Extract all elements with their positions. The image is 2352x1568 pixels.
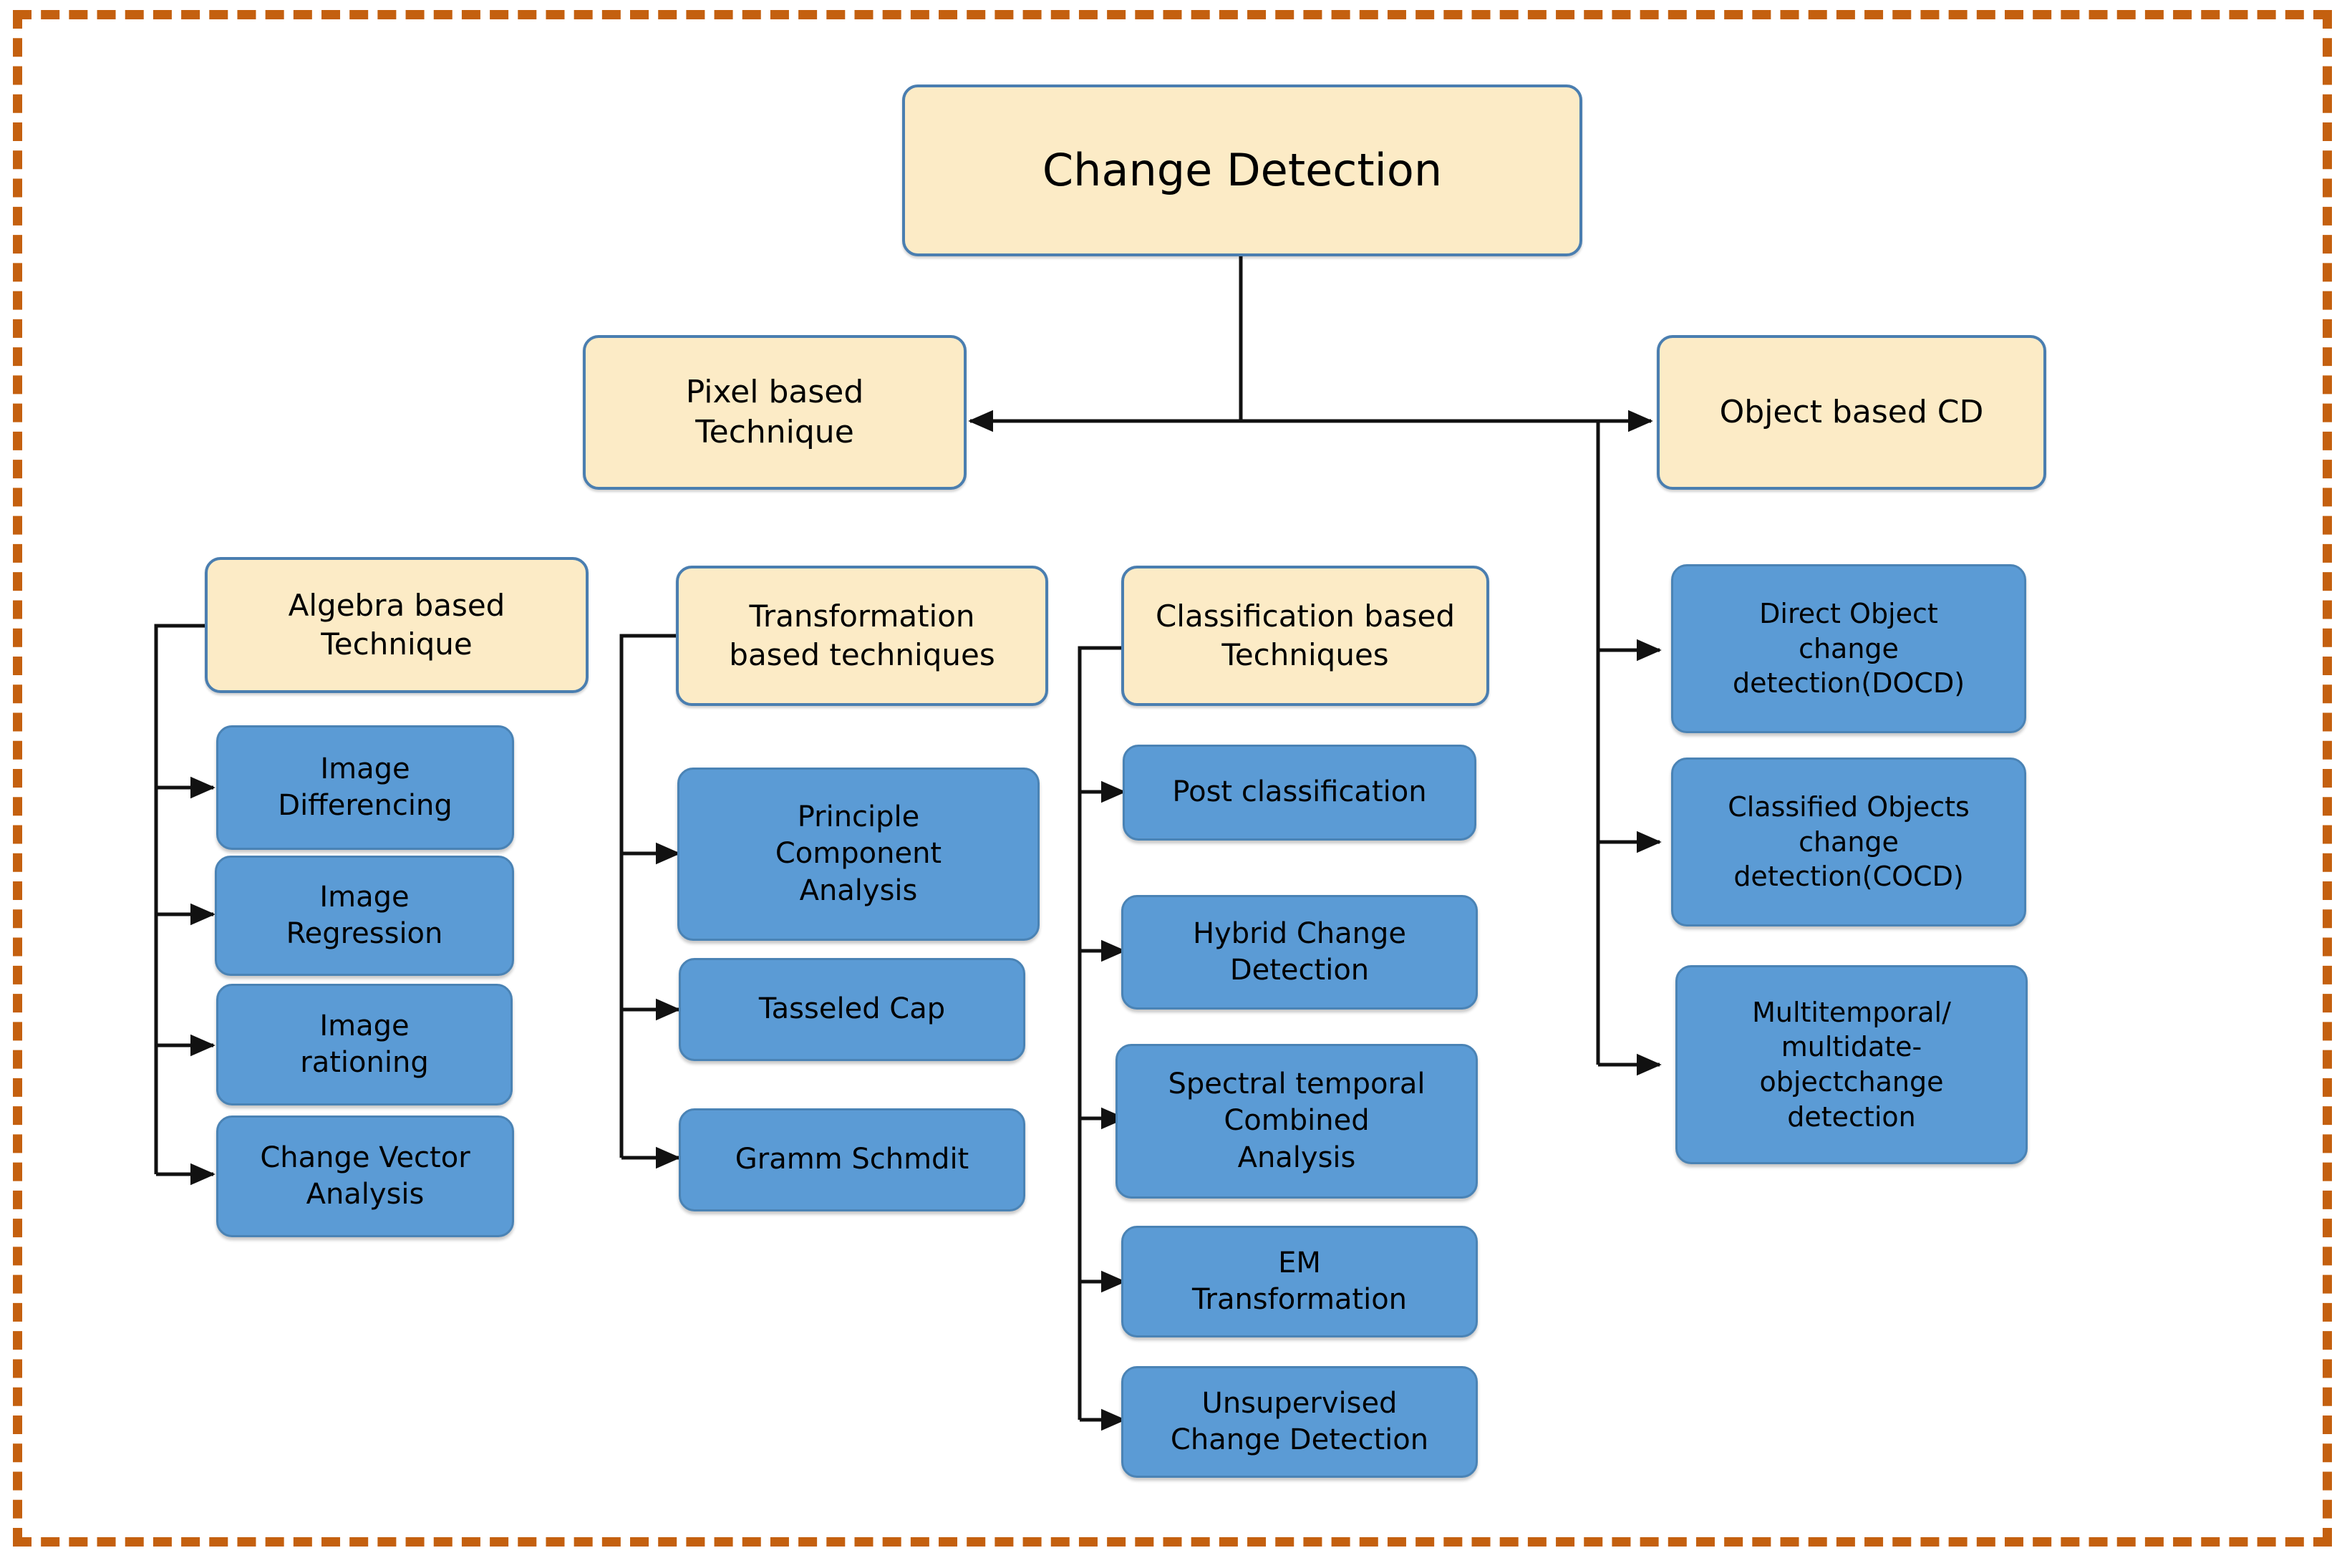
wire-classification-trunk [1078,646,1124,1420]
node-direct-object-change-detection[interactable]: Direct Object change detection(DOCD) [1671,564,2026,733]
node-object-based-cd[interactable]: Object based CD [1657,335,2046,490]
node-image-differencing[interactable]: Image Differencing [216,725,514,850]
node-multitemporal-multidate-objectchange-detection[interactable]: Multitemporal/ multidate- objectchange d… [1675,965,2028,1164]
node-image-rationing[interactable]: Image rationing [216,984,513,1105]
node-post-classification[interactable]: Post classification [1123,745,1476,841]
node-change-detection[interactable]: Change Detection [902,84,1582,256]
node-transformation-based-techniques[interactable]: Transformation based techniques [676,566,1048,706]
node-classified-objects-change-detection[interactable]: Classified Objects change detection(COCD… [1671,758,2026,926]
node-gramm-schmdit[interactable]: Gramm Schmdit [679,1108,1025,1211]
node-image-regression[interactable]: Image Regression [215,856,514,976]
node-em-transformation[interactable]: EM Transformation [1121,1226,1478,1337]
node-change-vector-analysis[interactable]: Change Vector Analysis [216,1115,514,1237]
node-principle-component-analysis[interactable]: Principle Component Analysis [677,768,1040,941]
wire-transformation-trunk [619,634,679,1158]
node-pixel-based-technique[interactable]: Pixel based Technique [583,335,967,490]
wire-algebra-trunk [154,624,208,1069]
node-unsupervised-change-detection[interactable]: Unsupervised Change Detection [1121,1366,1478,1478]
node-classification-based-techniques[interactable]: Classification based Techniques [1121,566,1489,706]
node-tasseled-cap[interactable]: Tasseled Cap [679,958,1025,1061]
node-spectral-temporal-combined-analysis[interactable]: Spectral temporal Combined Analysis [1115,1044,1478,1199]
node-algebra-based-technique[interactable]: Algebra based Technique [205,557,589,693]
node-hybrid-change-detection[interactable]: Hybrid Change Detection [1121,895,1478,1010]
